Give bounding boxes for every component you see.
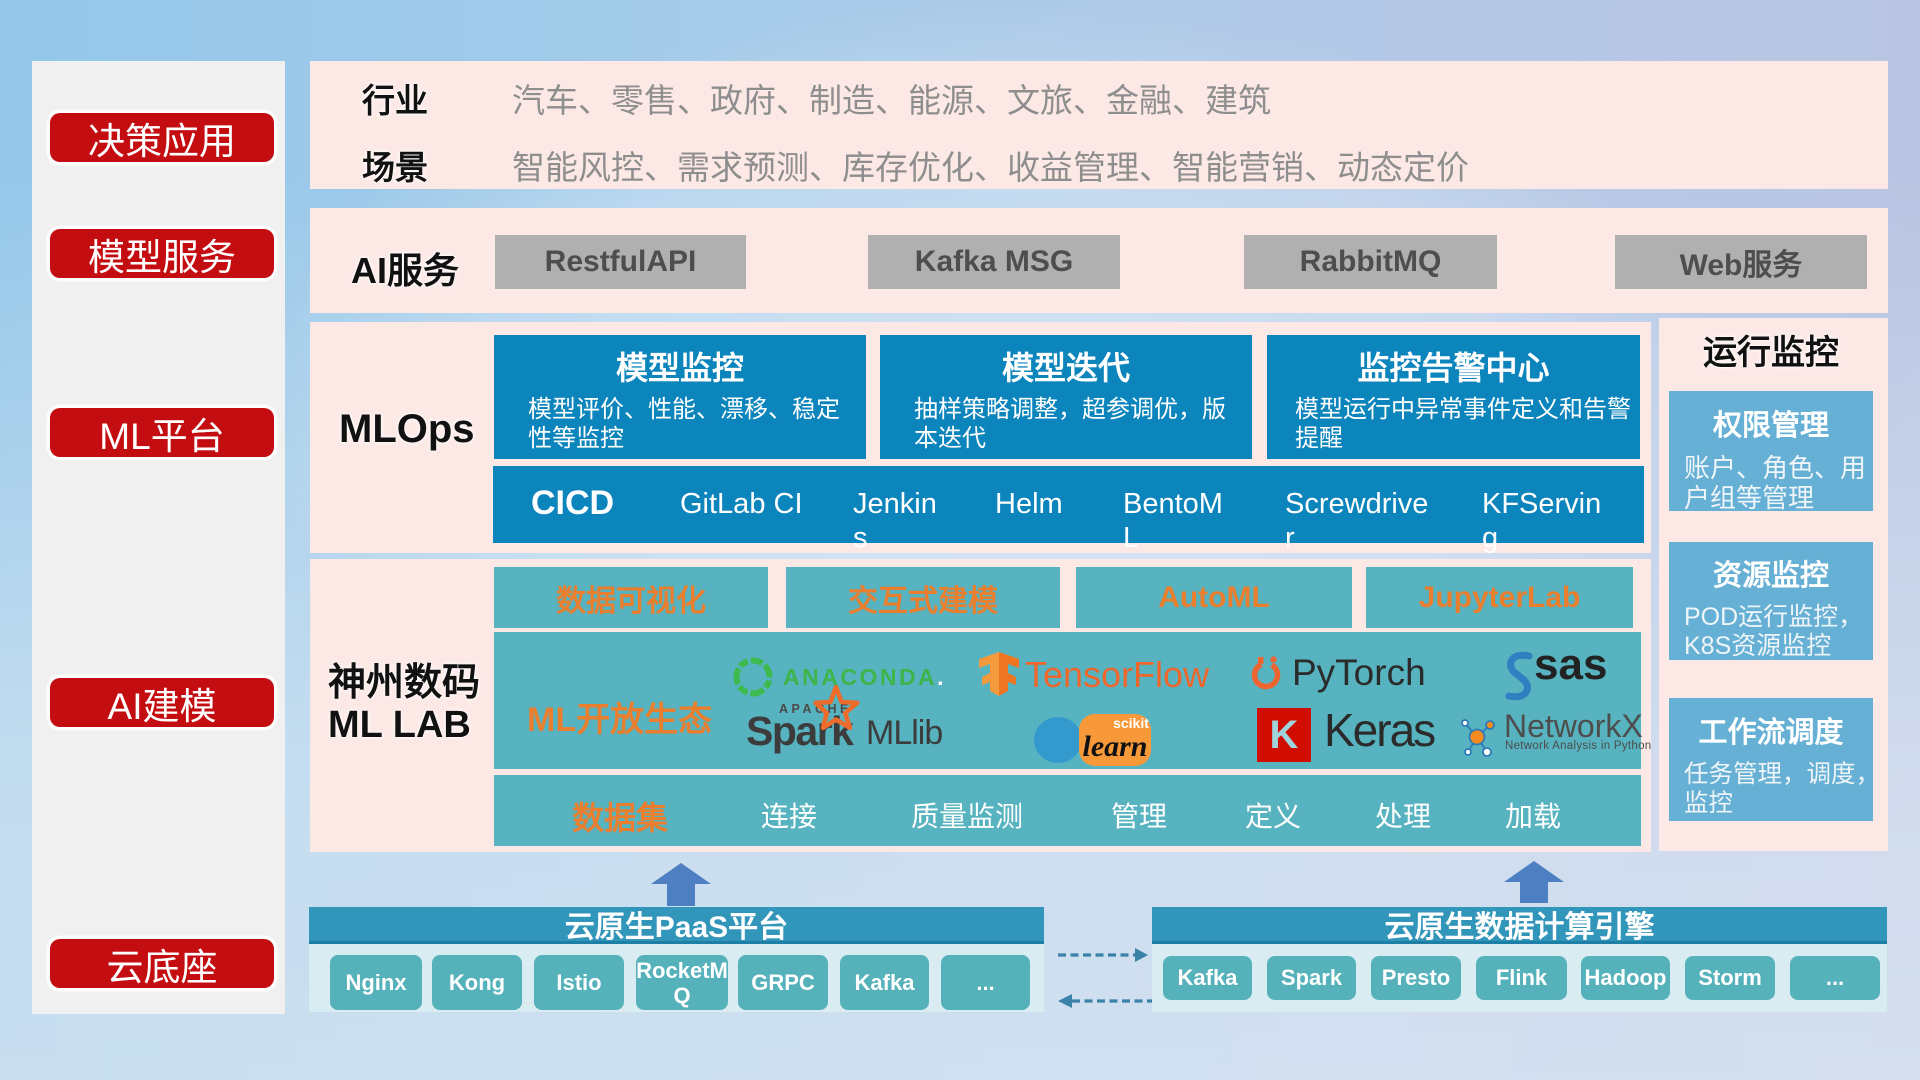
svg-text:learn: learn bbox=[1082, 730, 1147, 763]
svg-text:scikit: scikit bbox=[1113, 715, 1149, 731]
